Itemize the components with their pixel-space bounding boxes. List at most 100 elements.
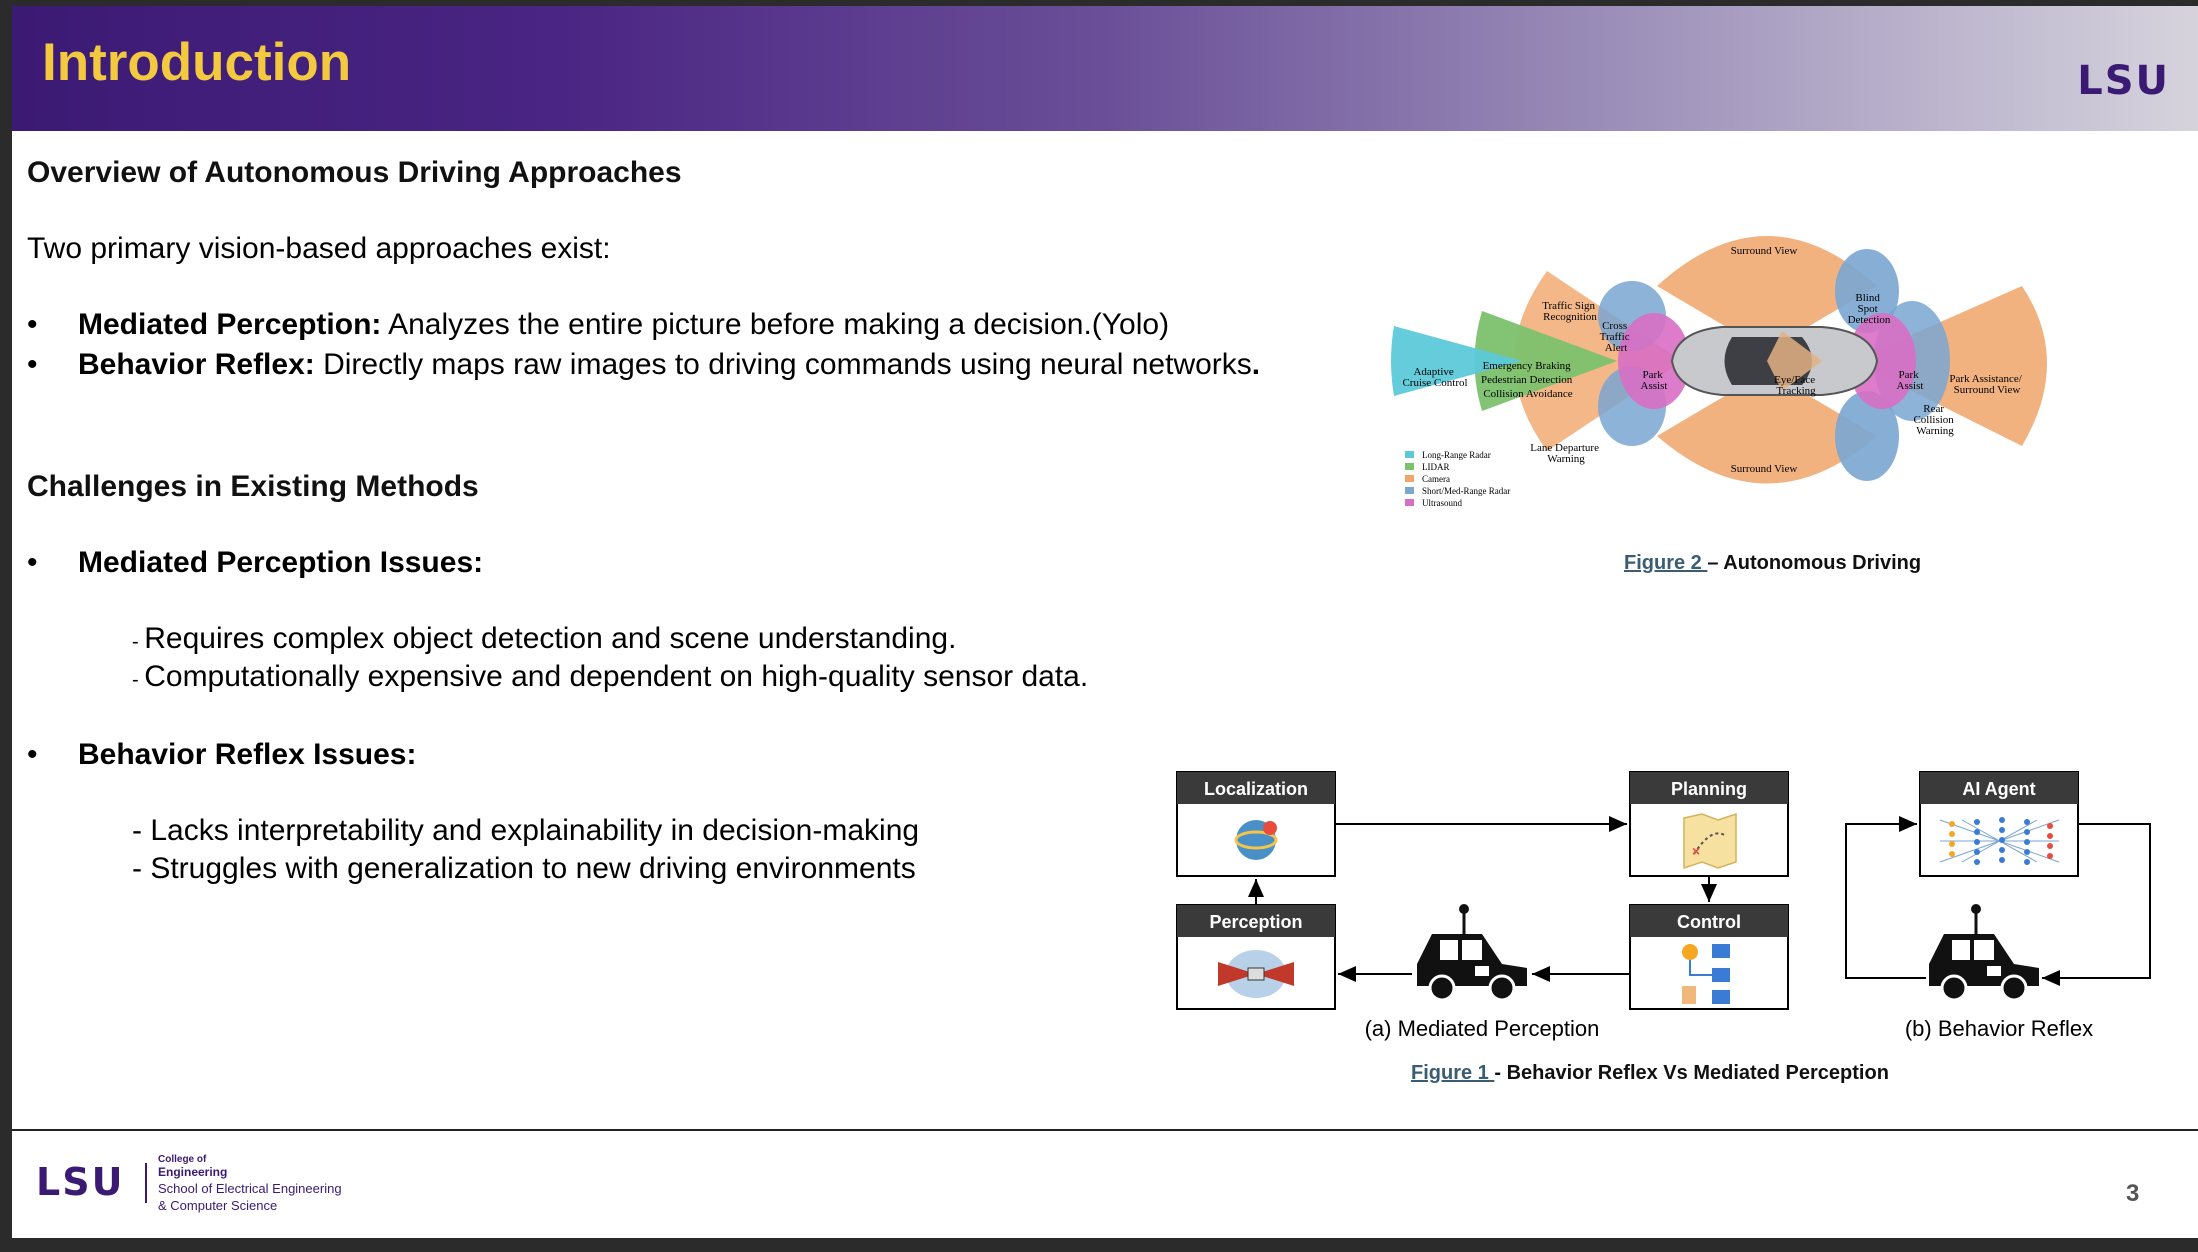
emergency-braking-label: Emergency Braking Pedestrian Detection C… bbox=[1481, 360, 1575, 400]
item-text: Computationally expensive and dependent … bbox=[144, 660, 1089, 693]
box-header bbox=[1177, 772, 1335, 804]
bullet-mark: • bbox=[27, 546, 38, 579]
park-assist-left-label: Park Assist bbox=[1641, 369, 1668, 392]
control-block-icon bbox=[1712, 968, 1730, 982]
figure1-caption: Figure 1 - Behavior Reflex Vs Mediated P… bbox=[1411, 1062, 1889, 1085]
figure1-link[interactable]: Figure 1 bbox=[1411, 1062, 1495, 1084]
footer-separator bbox=[145, 1163, 147, 1203]
mediated-issues-title: Mediated Perception Issues: bbox=[78, 546, 484, 579]
ultrasound-rear-lobe bbox=[1848, 313, 1916, 409]
blind-spot-label: Blind Spot Detection bbox=[1848, 292, 1891, 326]
label-line: Warning bbox=[1916, 425, 1954, 437]
bullet-mark: • bbox=[27, 308, 38, 341]
label-line: Detection bbox=[1848, 314, 1891, 326]
figure2-caption: Figure 2 – Autonomous Driving bbox=[1624, 552, 1921, 575]
label-line: Park Assistance/ bbox=[1949, 373, 2022, 385]
car-icon-b bbox=[1929, 904, 2039, 1002]
perception-box: Perception bbox=[1176, 904, 1336, 1010]
footer-lsu-logo: LSU bbox=[36, 1160, 125, 1204]
list-item: Mediated Perception: Analyzes the entire… bbox=[78, 308, 1169, 342]
globe-ring bbox=[1234, 830, 1278, 850]
box-title: AI Agent bbox=[1962, 779, 2035, 799]
surround-view-top-label: Surround View bbox=[1731, 245, 1798, 257]
list-item: Behavior Reflex: Directly maps raw image… bbox=[78, 348, 1260, 382]
bullet-mark: • bbox=[27, 348, 38, 381]
list-item: - Requires complex object detection and … bbox=[132, 622, 956, 656]
subcaption-b: (b) Behavior Reflex bbox=[1905, 1016, 2093, 1041]
box-header bbox=[1920, 772, 2078, 804]
label-line: Collision Avoidance bbox=[1483, 388, 1572, 400]
behavior-reflex-figure: Localization Planning × Perception bbox=[1176, 771, 2151, 1041]
list-item: - Computationally expensive and dependen… bbox=[132, 660, 1088, 694]
localization-box: Localization bbox=[1176, 771, 1336, 877]
list-item: - Struggles with generalization to new d… bbox=[132, 852, 916, 885]
reflex-issues-title: Behavior Reflex Issues: bbox=[78, 738, 417, 771]
control-link bbox=[1689, 960, 1712, 976]
eye-face-label: Eye/Face Tracking bbox=[1774, 374, 1818, 397]
figure2-link[interactable]: Figure 2 bbox=[1624, 552, 1708, 574]
label-line: Cruise Control bbox=[1402, 377, 1467, 389]
bullet-term: Mediated Perception: bbox=[78, 308, 382, 341]
legend-swatch bbox=[1405, 451, 1414, 458]
park-assist-right-label: Park Assist bbox=[1897, 369, 1924, 392]
control-node-icon bbox=[1682, 944, 1698, 960]
bullet-mark: • bbox=[27, 738, 38, 771]
sensor-legend: Long-Range Radar LIDAR Camera Short/Med-… bbox=[1405, 450, 1510, 508]
arrow-agent-car bbox=[2042, 823, 2151, 986]
header-banner: Introduction LSU bbox=[12, 6, 2198, 131]
bullet-text: Directly maps raw images to driving comm… bbox=[314, 348, 1252, 381]
overview-heading: Overview of Autonomous Driving Approache… bbox=[27, 156, 682, 189]
footer-school-line2: & Computer Science bbox=[158, 1198, 278, 1213]
label-line: Cross bbox=[1602, 320, 1627, 332]
label-line: Warning bbox=[1547, 453, 1585, 465]
label-line: Traffic bbox=[1600, 331, 1630, 343]
label-line: Collision bbox=[1913, 414, 1954, 426]
lidar-lobe bbox=[1474, 311, 1617, 411]
sensor-beam-right bbox=[1256, 962, 1294, 986]
list-item: - Lacks interpretability and explainabil… bbox=[132, 814, 920, 847]
autonomous-driving-figure: Surround View Surround View Traffic Sign… bbox=[1391, 236, 2047, 508]
label-line: Eye/Face bbox=[1774, 374, 1815, 386]
challenges-heading: Challenges in Existing Methods bbox=[27, 470, 479, 503]
legend-swatch bbox=[1405, 499, 1414, 506]
adaptive-cruise-label: Adaptive Cruise Control bbox=[1402, 366, 1467, 389]
long-range-radar-lobe bbox=[1391, 326, 1522, 396]
dash: - bbox=[132, 669, 145, 691]
legend-label: Short/Med-Range Radar bbox=[1422, 486, 1510, 496]
legend-swatch bbox=[1405, 487, 1414, 494]
label-line: Surround View bbox=[1954, 384, 2021, 396]
caption-text: - Behavior Reflex Vs Mediated Perception bbox=[1494, 1062, 1889, 1084]
subcaption-a: (a) Mediated Perception bbox=[1365, 1016, 1600, 1041]
x-mark-icon: × bbox=[1692, 843, 1700, 859]
legend-label: Camera bbox=[1422, 474, 1450, 484]
arrow-car-agent bbox=[1845, 816, 1926, 979]
lane-departure-label: Lane Departure Warning bbox=[1530, 442, 1601, 465]
label-line: Lane Departure bbox=[1530, 442, 1599, 454]
item-text: Requires complex object detection and sc… bbox=[144, 622, 957, 655]
label-line: Park bbox=[1899, 369, 1920, 381]
label-line: Alert bbox=[1605, 342, 1628, 354]
label-line: Assist bbox=[1641, 380, 1668, 392]
label-line: Spot bbox=[1858, 303, 1878, 315]
footer-school-line1: School of Electrical Engineering bbox=[158, 1181, 342, 1196]
overview-intro: Two primary vision-based approaches exis… bbox=[27, 232, 611, 265]
rear-radar-lobe bbox=[1835, 391, 1899, 481]
footer-college-small: College of bbox=[158, 1154, 207, 1165]
label-line: Traffic Sign bbox=[1542, 300, 1595, 312]
lsu-logo: LSU bbox=[2077, 58, 2170, 104]
label-line: Emergency Braking bbox=[1483, 360, 1572, 372]
box-title: Perception bbox=[1209, 912, 1302, 932]
slide: Introduction LSU Overview of Autonomous … bbox=[12, 6, 2198, 1238]
hand-icon bbox=[1682, 986, 1696, 1004]
box-header bbox=[1630, 905, 1788, 937]
box-title: Planning bbox=[1671, 779, 1747, 799]
ultrasound-front-lobe bbox=[1618, 313, 1690, 409]
legend-label: Long-Range Radar bbox=[1422, 450, 1491, 460]
legend-swatch bbox=[1405, 475, 1414, 482]
control-block-icon bbox=[1712, 990, 1730, 1004]
box-title: Localization bbox=[1204, 779, 1308, 799]
bullet-text: Analyzes the entire picture before makin… bbox=[381, 308, 1170, 341]
label-line: Recognition bbox=[1543, 311, 1597, 323]
blind-spot-radar-lobe bbox=[1835, 249, 1899, 333]
page-number: 3 bbox=[2126, 1180, 2140, 1207]
